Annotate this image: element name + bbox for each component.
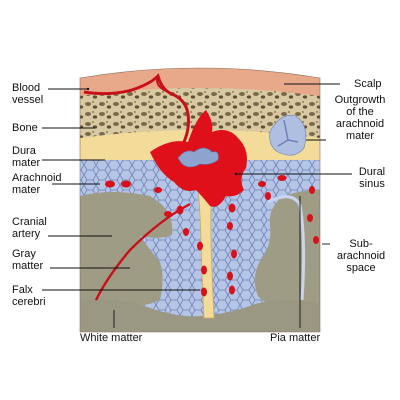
label-subarachnoid-space: Sub- arachnoid space <box>336 238 386 274</box>
blood-cell <box>313 236 319 244</box>
gray-matter-left <box>80 192 173 330</box>
blood-cell <box>307 214 313 222</box>
blood-cell <box>309 186 315 194</box>
bone-layer <box>80 88 320 140</box>
label-falx-cerebri: Falx cerebri <box>12 284 46 308</box>
label-white-matter: White matter <box>80 332 143 344</box>
blood-cell <box>229 285 235 295</box>
blood-cell <box>121 180 131 188</box>
label-bone: Bone <box>12 122 38 134</box>
blood-cell <box>164 211 172 217</box>
label-blood-vessel: Blood vessel <box>12 82 44 106</box>
label-cranial-artery: Cranial artery <box>12 216 47 240</box>
cranial-artery <box>94 202 191 301</box>
blood-vessel <box>83 73 190 143</box>
label-arachnoid-mater: Arachnoid mater <box>12 172 62 196</box>
blood-cell <box>228 203 236 213</box>
arachnoid-granulation <box>177 147 219 168</box>
blood-cell <box>227 222 233 230</box>
blood-cell <box>258 181 266 187</box>
blood-cell <box>201 265 207 275</box>
blood-cell <box>197 241 203 251</box>
blood-cell <box>201 287 207 297</box>
label-pia-matter: Pia matter <box>270 332 321 344</box>
blood-cell <box>183 228 189 236</box>
label-outgrowth: Outgrowth of the arachnoid mater <box>334 94 386 142</box>
blood-cell <box>176 205 184 215</box>
blood-cell <box>277 175 287 181</box>
blood-cells <box>105 175 319 297</box>
white-matter <box>80 299 320 332</box>
falx-cerebri <box>195 169 215 319</box>
label-gray-matter: Gray matter <box>12 248 44 272</box>
leader-lines <box>42 83 352 328</box>
blood-cell <box>154 187 162 193</box>
blood-cell <box>105 180 115 188</box>
label-dural-sinus: Dural sinus <box>358 166 386 190</box>
blood-cell <box>231 249 237 259</box>
blood-cell <box>227 271 233 281</box>
label-dura-mater: Dura mater <box>12 145 41 169</box>
label-scalp: Scalp <box>354 78 382 90</box>
blood-cell <box>265 192 271 200</box>
